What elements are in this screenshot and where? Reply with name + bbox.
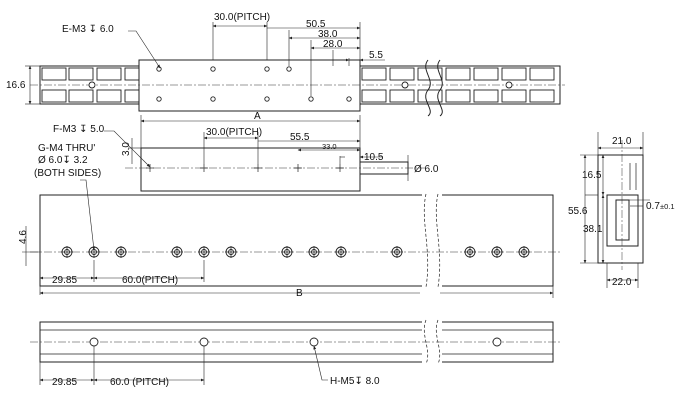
dim-a: A [254,111,261,122]
rail-side-hole [115,246,127,258]
carriage-d55-5: 55.5 [290,132,310,143]
end-d38-1: 38.1 [583,224,603,235]
bottom-hole [199,337,209,347]
end-d0-7-tol: ±0.1 [660,202,675,211]
magnet-segment [41,89,67,103]
carriage-view-holes [146,164,344,172]
bottom-hole [89,337,99,347]
top-carriage [138,59,361,112]
callout-f-m3: F-M3 ↧ 5.0 [53,124,105,135]
magnet-segment [389,89,415,103]
top-carriage-holes [156,66,352,102]
bottom-holes [89,337,502,347]
rail-side-hole [171,246,183,258]
magnet-segment [96,67,122,81]
top-d28-0: 28.0 [323,39,343,50]
end-d55-6: 55.6 [568,206,588,217]
magnet-segment [417,89,443,103]
carriage-pitch-label: 30.0(PITCH) [206,127,262,138]
end-view: 21.0 16.5 55.6 38.1 0.7 ±0.1 22.0 [568,132,675,288]
magnet-segment [96,89,122,103]
top-d38-0: 38.0 [318,29,338,40]
carriage-height: 3.0 [121,142,132,156]
magnet-segment [361,89,387,103]
magnet-segment [473,67,499,81]
carriage-hole [264,66,270,72]
magnet-segments [41,67,555,103]
carriage-hole [210,96,216,102]
end-d0-7: 0.7 [646,201,660,212]
top-width: 16.6 [6,80,26,91]
bottom-view: 29.85 60.0 (PITCH) H-M5↧ 8.0 [30,319,560,388]
callout-g-m4-line2: Ø 6.0↧ 3.2 [38,155,88,166]
rail-side-hole [281,246,293,258]
carriage-hole [156,66,162,72]
magnet-segment [529,67,555,81]
rail-side-hole [518,246,530,258]
carriage-hole [346,96,352,102]
carriage-d10-5: 10.5 [364,152,384,163]
carriage-hole [308,96,314,102]
front-pitch: 60.0(PITCH) [122,275,178,286]
magnet-segment [389,67,415,81]
end-d21-0: 21.0 [612,136,632,147]
rail-hole [88,81,96,89]
carriage-shaft-dia: Ø 6.0 [414,164,439,175]
magnet-segment [41,67,67,81]
front-d4-6: 4.6 [18,230,29,244]
rail-side-hole [335,246,347,258]
end-d22-0: 22.0 [612,277,632,288]
carriage-body [140,147,361,192]
front-holes [61,246,530,258]
magnet-segment [361,67,387,81]
callout-h-m5: H-M5↧ 8.0 [330,376,380,387]
top-pitch-label: 30.0(PITCH) [214,12,270,23]
bottom-d29-85: 29.85 [52,377,77,388]
bottom-hole [492,337,502,347]
rail-side-hole [464,246,476,258]
rail-side-hole [308,246,320,258]
front-d29-85: 29.85 [52,275,77,286]
carriage-hole [210,66,216,72]
callout-g-m4-line1: G-M4 THRU' [38,143,95,154]
top-view: 30.0(PITCH) 50.5 38.0 28.0 5.5 16.6 E-M3… [6,12,565,117]
end-view-inner-slot [615,199,630,241]
rail-hole [505,81,513,89]
rail-side-hole [61,246,73,258]
magnet-segment [529,89,555,103]
carriage-d33-0: 33.0 [322,142,337,151]
front-rail-outline [39,194,554,287]
callout-g-m4-line3: (BOTH SIDES) [34,168,101,179]
dim-b: B [296,288,303,299]
rail-side-hole [88,246,100,258]
bottom-hole [309,337,319,347]
carriage-view: A 30.0(PITCH) 55.5 33.0 10.5 Ø 6.0 3.0 F… [53,111,439,192]
end-d16-5: 16.5 [582,170,602,181]
magnet-segment [445,67,471,81]
callout-e-m3: E-M3 ↧ 6.0 [62,24,114,35]
rail-hole [401,81,409,89]
top-break-left [425,59,431,117]
top-d50-5: 50.5 [306,19,326,30]
magnet-segment [445,89,471,103]
carriage-hole [156,96,162,102]
rail-side-hole [491,246,503,258]
top-d5-5: 5.5 [369,50,383,61]
front-view: 4.6 29.85 60.0(PITCH) B G-M4 THRU' Ø 6.0… [18,143,560,299]
top-break-right [437,59,443,117]
magnet-segment [68,67,94,81]
carriage-hole [286,66,292,72]
rail-side-hole [391,246,403,258]
magnet-segment [68,89,94,103]
magnet-segment [501,67,527,81]
magnet-segment [473,89,499,103]
rail-side-hole [225,246,237,258]
magnet-segment [501,89,527,103]
carriage-hole [264,96,270,102]
rail-side-hole [198,246,210,258]
bottom-pitch: 60.0 (PITCH) [110,377,169,388]
